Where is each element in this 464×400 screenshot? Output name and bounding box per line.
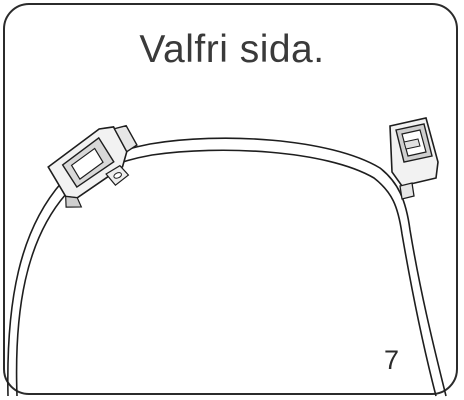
seat-belt-buckle-tongue-icon [47, 124, 138, 208]
instruction-caption: Valfri sida. [139, 28, 325, 71]
belt-strap-inner-line [15, 149, 437, 397]
seat-belt-buckle-receiver-icon [389, 117, 439, 200]
belt-strap-outer-line [7, 137, 447, 397]
step-number: 7 [384, 345, 400, 375]
panel-frame [3, 3, 458, 395]
